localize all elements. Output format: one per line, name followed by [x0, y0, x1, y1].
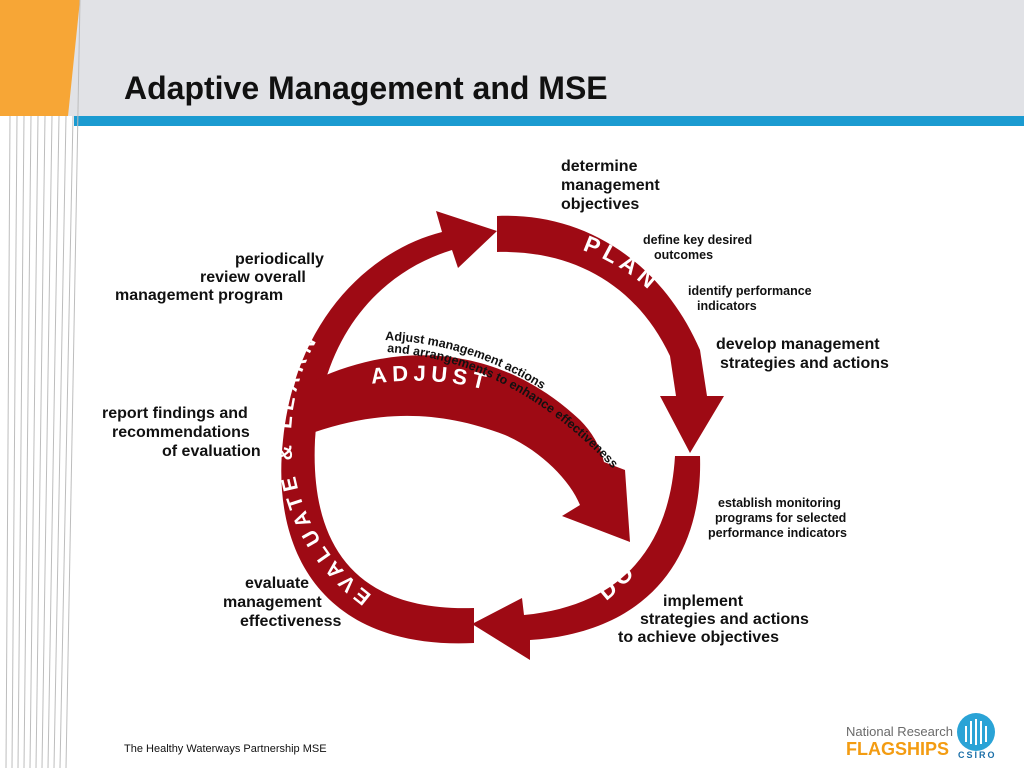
label-define-outcomes: define key desired outcomes — [643, 233, 756, 262]
logo-national-research: National Research — [846, 724, 953, 739]
label-establish-monitoring: establish monitoring programs for select… — [708, 496, 850, 540]
left-stripes-decoration — [0, 0, 81, 768]
label-determine-objectives: determine management objectives — [561, 158, 664, 213]
header-band — [0, 0, 1024, 116]
slide-title: Adaptive Management and MSE — [124, 70, 608, 106]
label-periodically-review: periodically review overall management p… — [115, 251, 328, 304]
evaluate-learn-arc-arrow — [281, 211, 497, 644]
label-identify-indicators: identify performance indicators — [688, 284, 815, 313]
label-report-findings: report findings and recommendations of e… — [102, 405, 261, 460]
adjust-arc-arrow — [315, 355, 630, 542]
logo-flagships: FLAGSHIPS — [846, 739, 950, 759]
plan-arc-arrow — [497, 215, 724, 453]
flagships-csiro-logo: National Research FLAGSHIPS CSIRO — [846, 712, 996, 762]
label-develop-strategies: develop management strategies and action… — [716, 336, 889, 372]
label-evaluate-effectiveness: evaluate management effectiveness — [223, 575, 341, 630]
label-implement-strategies: implement strategies and actions to achi… — [618, 593, 813, 646]
do-arc-arrow — [472, 456, 701, 660]
accent-bar — [74, 116, 1024, 126]
csiro-icon — [957, 713, 995, 751]
logo-csiro: CSIRO — [958, 750, 997, 760]
footer-text: The Healthy Waterways Partnership MSE — [124, 743, 327, 755]
